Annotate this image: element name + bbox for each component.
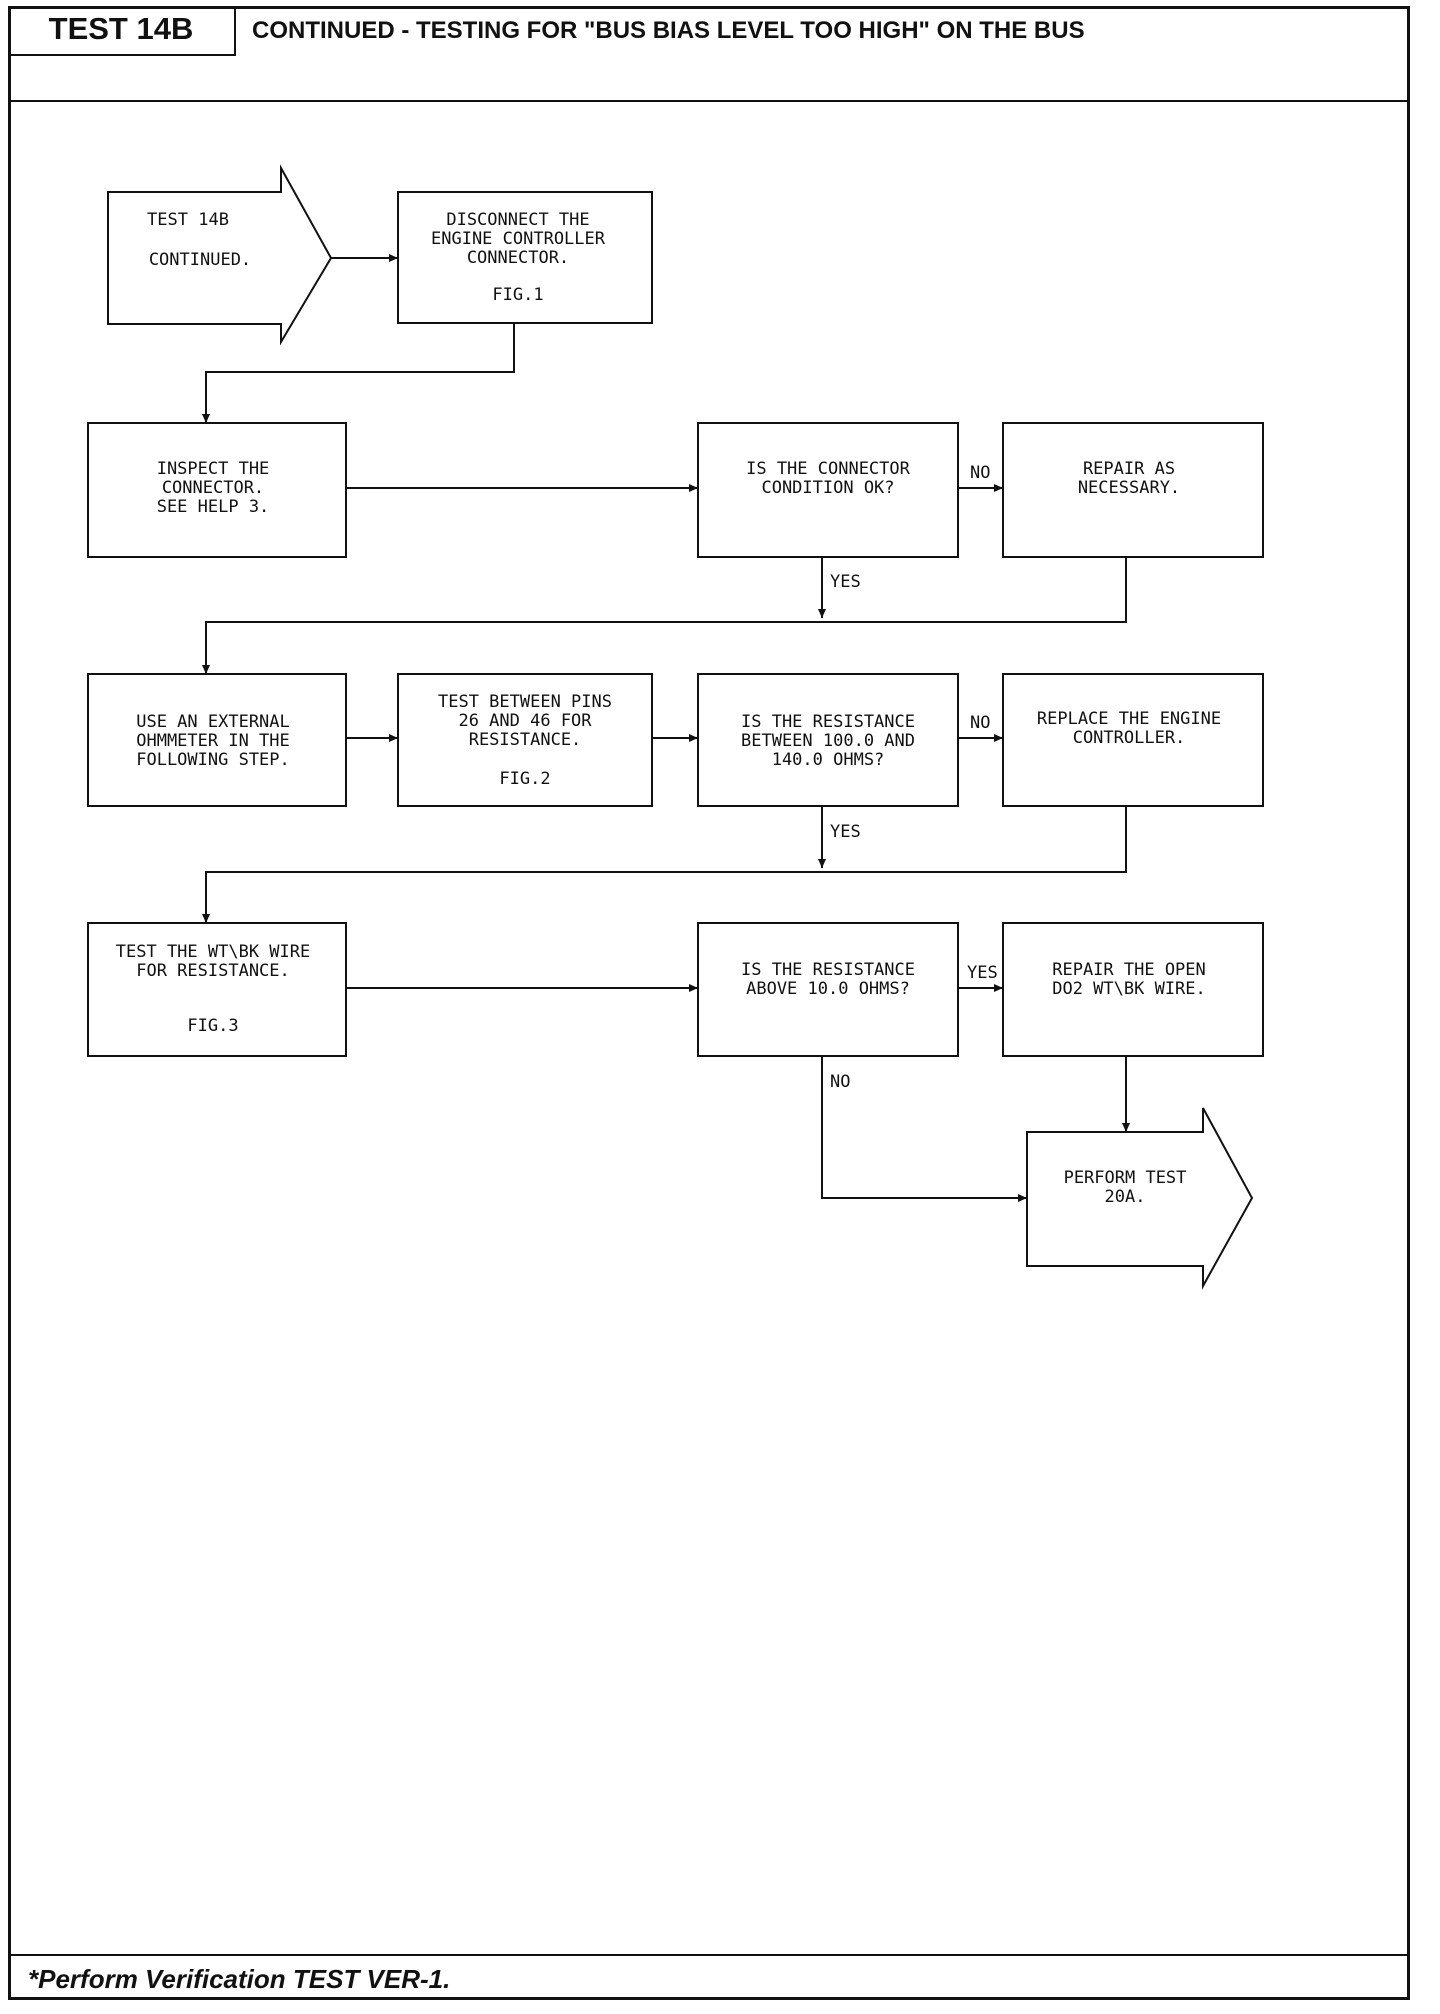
external-ohmmeter-box — [87, 673, 347, 807]
connector-ok-label-1: IS THE CONNECTOR — [746, 459, 911, 479]
inspect-label-1: INSPECT THE — [157, 459, 270, 479]
external-ohmmeter-label-3: FOLLOWING STEP. — [136, 750, 290, 770]
resistance-range-label-2: BETWEEN 100.0 AND — [741, 731, 915, 751]
flowchart: TEST 14B CONTINUED. DISCONNECT THE ENGIN… — [87, 164, 1264, 1290]
test-wire-label-3: FIG.3 — [187, 1016, 238, 1036]
disconnect-label-3: CONNECTOR. — [467, 248, 569, 268]
branch-label-yes-2: YES — [830, 822, 861, 842]
connector-ok-box — [697, 422, 959, 558]
inspect-box — [87, 422, 347, 558]
test-pins-label-3: RESISTANCE. — [469, 730, 582, 750]
resistance-range-label-3: 140.0 OHMS? — [772, 750, 885, 770]
test-pins-box — [397, 673, 653, 807]
branch-label-yes-3: YES — [967, 963, 998, 983]
replace-controller-label-2: CONTROLLER. — [1073, 728, 1186, 748]
branch-label-no-3: NO — [830, 1072, 850, 1092]
disconnect-box — [397, 191, 653, 324]
perform-test-label-1: PERFORM TEST — [1064, 1168, 1187, 1188]
external-ohmmeter-label-2: OHMMETER IN THE — [136, 731, 290, 751]
repair-as-necessary-label-1: REPAIR AS — [1083, 459, 1175, 479]
page-title: CONTINUED - TESTING FOR "BUS BIAS LEVEL … — [252, 17, 1085, 44]
header: TEST 14B CONTINUED - TESTING FOR "BUS BI… — [8, 6, 1410, 102]
disconnect-label-4: FIG.1 — [492, 285, 543, 305]
repair-open-label-1: REPAIR THE OPEN — [1052, 960, 1206, 980]
test-id: TEST 14B — [8, 6, 236, 56]
inspect-label-2: CONNECTOR. — [162, 478, 264, 498]
test-wire-label-2: FOR RESISTANCE. — [136, 961, 290, 981]
replace-controller-box — [1002, 673, 1264, 807]
repair-as-necessary-label-2: NECESSARY. — [1078, 478, 1180, 498]
resistance-range-label-1: IS THE RESISTANCE — [741, 712, 915, 732]
branch-label-yes-1: YES — [830, 572, 861, 592]
footer: *Perform Verification TEST VER-1. — [8, 1954, 1410, 2000]
replace-controller-label-1: REPLACE THE ENGINE — [1037, 709, 1221, 729]
arrow-disconnect-to-inspect — [202, 323, 515, 423]
disconnect-label-1: DISCONNECT THE — [446, 210, 589, 230]
start-arrow-shape — [107, 164, 333, 346]
resistance-above-label-2: ABOVE 10.0 OHMS? — [746, 979, 910, 999]
line-replace-merge — [202, 806, 1127, 923]
resistance-above-label-1: IS THE RESISTANCE — [741, 960, 915, 980]
repair-open-label-2: DO2 WT\BK WIRE. — [1052, 979, 1206, 999]
branch-label-no-2: NO — [970, 713, 990, 733]
perform-test-arrow-shape — [1026, 1107, 1254, 1290]
test-pins-label-4: FIG.2 — [499, 769, 550, 789]
footer-note: *Perform Verification TEST VER-1. — [28, 1964, 451, 1994]
inspect-label-3: SEE HELP 3. — [157, 497, 270, 517]
test-wire-box — [87, 922, 347, 1057]
test-pins-label-1: TEST BETWEEN PINS — [438, 692, 612, 712]
disconnect-label-2: ENGINE CONTROLLER — [431, 229, 606, 249]
repair-open-box — [1002, 922, 1264, 1057]
start-label-1: TEST 14B — [147, 210, 229, 230]
connector-ok-label-2: CONDITION OK? — [761, 478, 894, 498]
page: TEST 14B CONTINUED - TESTING FOR "BUS BI… — [8, 6, 1410, 2000]
test-wire-label-1: TEST THE WT\BK WIRE — [116, 942, 310, 962]
external-ohmmeter-label-1: USE AN EXTERNAL — [136, 712, 290, 732]
start-label-2: CONTINUED. — [149, 250, 251, 270]
resistance-above-box — [697, 922, 959, 1057]
branch-label-no-1: NO — [970, 463, 990, 483]
connectors — [202, 254, 1130, 1202]
arrow-resistance-above-no-to-perform — [821, 1056, 1027, 1202]
line-repair-merge — [202, 557, 1127, 674]
resistance-range-box — [697, 673, 959, 807]
page-frame — [8, 6, 1410, 2000]
test-pins-label-2: 26 AND 46 FOR — [458, 711, 592, 731]
perform-test-label-2: 20A. — [1105, 1187, 1146, 1207]
repair-as-necessary-box — [1002, 422, 1264, 558]
